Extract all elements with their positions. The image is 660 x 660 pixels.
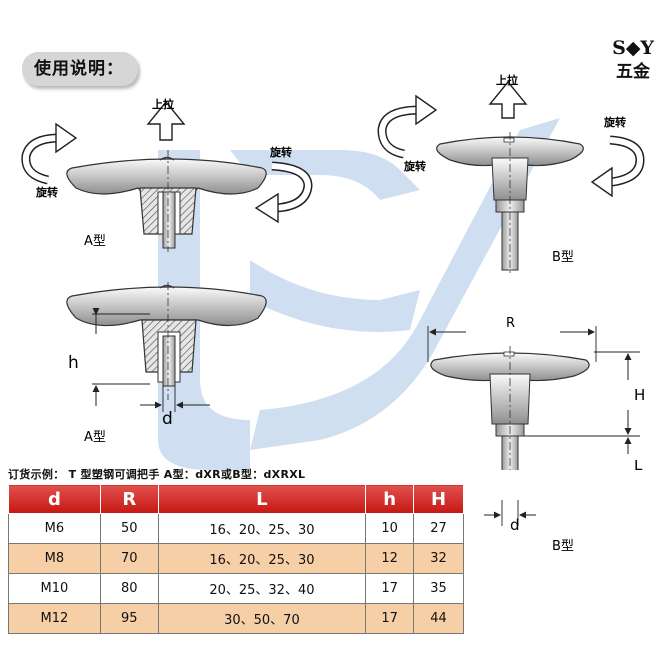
table-cell: 10 (365, 513, 415, 544)
R-dimension-label: R (506, 316, 515, 331)
H-dimension-label: H (634, 386, 645, 404)
brand-logo: S◆Y 五金 (612, 36, 654, 84)
table-header-cell: h (365, 484, 415, 514)
rotate-label: 旋转 (603, 115, 626, 129)
rotate-arrow-icon (590, 166, 613, 198)
type-b-lower-figure: d B型 L (484, 460, 643, 554)
order-example-text: 订货示例： T 型塑钢可调把手 A型：dXR或B型：dXRXL (8, 468, 306, 481)
page-title: 使用说明： (22, 52, 138, 86)
table-cell: 95 (99, 603, 159, 634)
h-dimension-label: h (68, 353, 79, 373)
table-cell: 50 (99, 513, 159, 544)
rotate-label: 旋转 (403, 159, 426, 173)
type-b-label: B型 (552, 250, 574, 265)
rotate-label: 旋转 (35, 185, 58, 199)
d-dimension-label: d (510, 516, 520, 534)
table-cell: 16、20、25、30 (157, 513, 367, 544)
table-cell: 30、50、70 (157, 603, 367, 634)
pull-up-label: 上拉 (152, 97, 174, 111)
table-row: M6 50 16、20、25、30 10 27 (8, 513, 464, 544)
spec-table: d R L h H M6 50 16、20、25、30 10 27 M8 70 … (8, 484, 464, 634)
table-header-cell: L (157, 484, 367, 514)
type-b-label: B型 (552, 539, 574, 554)
L-dimension-label: L (634, 460, 643, 474)
brand-line2: 五金 (616, 62, 651, 82)
table-cell: M12 (8, 603, 101, 634)
table-cell: 17 (365, 603, 415, 634)
table-cell: 27 (413, 513, 464, 544)
table-row: M10 80 20、25、32、40 17 35 (8, 573, 464, 604)
pull-up-label: 上拉 (496, 73, 518, 87)
rotate-arrow-icon (55, 122, 78, 154)
type-b-top-figure (377, 80, 645, 276)
table-cell: 70 (99, 543, 159, 574)
type-a-label: A型 (84, 430, 106, 445)
table-cell: 17 (365, 573, 415, 604)
type-a-label: A型 (84, 234, 106, 249)
table-cell: 20、25、32、40 (157, 573, 367, 604)
usage-diagram: 上拉 旋转 旋转 A型 h d A型 (21, 73, 645, 470)
type-a-dimension-figure (66, 282, 267, 412)
rotate-arrow-icon (415, 94, 438, 126)
table-cell: 80 (99, 573, 159, 604)
type-b-dimension-figure (427, 326, 640, 470)
brand-line1: S◆Y (612, 37, 654, 59)
d-dimension-label: d (162, 409, 173, 429)
table-cell: M8 (8, 543, 101, 574)
table-cell: 44 (413, 603, 464, 634)
table-cell: M10 (8, 573, 101, 604)
table-header-cell: H (413, 484, 464, 514)
rotate-arrow-icon (254, 192, 279, 224)
pull-up-arrow-icon (488, 80, 528, 119)
table-cell: 12 (365, 543, 415, 574)
type-a-top-figure (21, 100, 313, 252)
table-row: M8 70 16、20、25、30 12 32 (8, 543, 464, 574)
table-header-cell: d (8, 484, 101, 514)
table-header-cell: R (99, 484, 159, 514)
table-cell: 32 (413, 543, 464, 574)
rotate-label: 旋转 (269, 145, 292, 159)
pull-up-arrow-icon (146, 100, 186, 141)
table-cell: M6 (8, 513, 101, 544)
table-cell: 35 (413, 573, 464, 604)
table-header-row: d R L h H (8, 484, 464, 514)
table-row: M12 95 30、50、70 17 44 (8, 603, 464, 634)
table-cell: 16、20、25、30 (157, 543, 367, 574)
